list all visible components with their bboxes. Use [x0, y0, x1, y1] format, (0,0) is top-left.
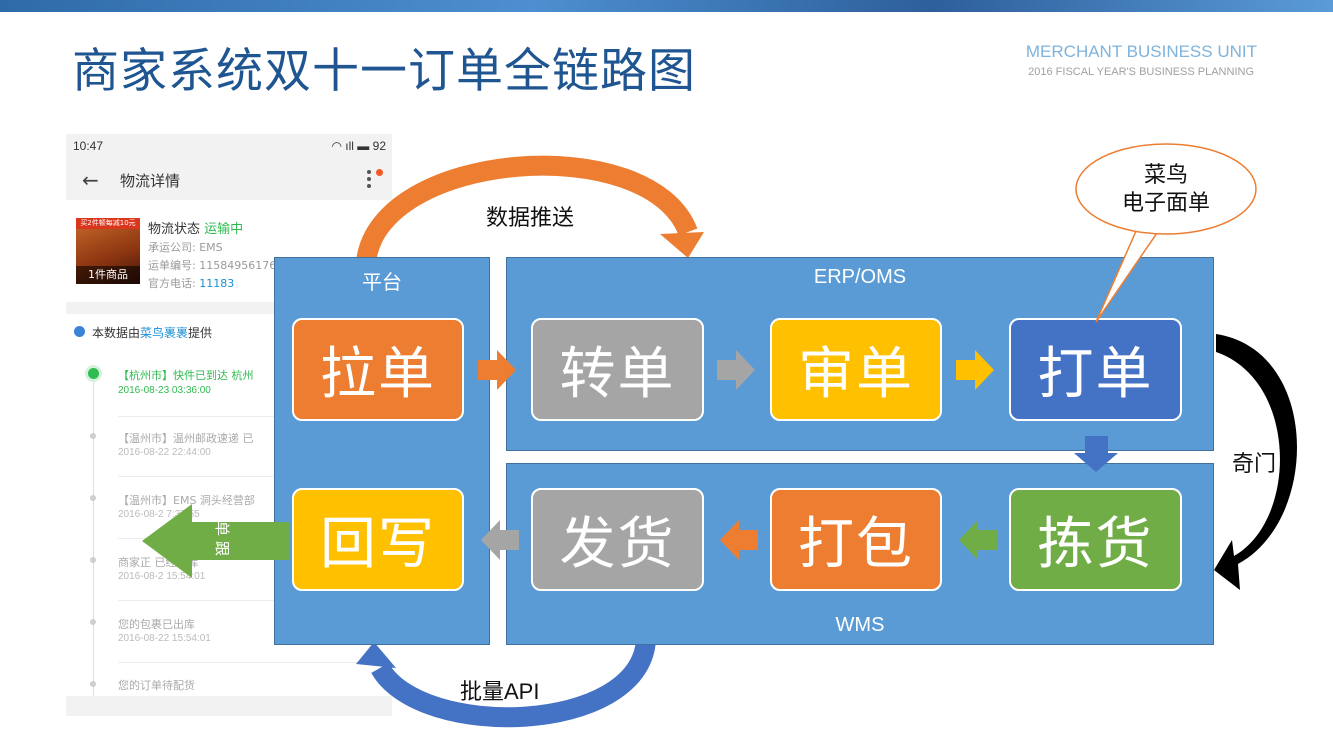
- timeline-dot: [90, 619, 96, 625]
- page-title: 商家系统双十一订单全链路图: [72, 44, 696, 99]
- official-phone: 官方电话: 11183: [148, 275, 234, 291]
- qimen-label: 奇门: [1232, 452, 1277, 477]
- timeline-line: [93, 370, 94, 700]
- phone-label: 官方电话:: [148, 277, 200, 290]
- step-ship: 发货: [531, 488, 704, 591]
- timeline-entry-time: 2016-08-23 03:36:00: [118, 385, 211, 396]
- timeline-divider: [118, 416, 392, 417]
- cainiao-bubble-text: 菜鸟 电子面单: [1096, 162, 1236, 218]
- arrow-pack-to-ship: [720, 520, 758, 560]
- timeline-entry-text: 您的订单待配货: [118, 679, 195, 692]
- wifi-icon: ◠: [331, 139, 342, 153]
- cainiao-bubble-line1: 菜鸟: [1143, 163, 1188, 188]
- tracking-number: 运单编号: 11584956176: [148, 259, 277, 272]
- cainiao-bubble: [1075, 143, 1257, 235]
- batch-api-arrow: [371, 638, 656, 728]
- timeline-divider: [118, 662, 392, 663]
- back-arrow-icon[interactable]: ←: [82, 168, 99, 192]
- arrow-transfer-to-review: [717, 350, 755, 390]
- phone-screenshot: 10:47 ◠ ıll ▬ 92 ← 物流详情 买2件顿每减10元 1件商品 物…: [66, 134, 392, 716]
- arrow-pick-to-pack: [959, 520, 997, 560]
- timeline-dot-active: [88, 368, 99, 379]
- batch-api-label: 批量API: [460, 679, 540, 704]
- step-pull-order: 拉单: [292, 318, 464, 421]
- phone-time: 10:47: [73, 139, 104, 153]
- goods-count-label: 1件商品: [76, 266, 140, 284]
- timeline-entry-time: 2016-08-2 7:37:55: [118, 509, 200, 520]
- top-banner: [0, 0, 1333, 12]
- timeline-divider: [118, 600, 392, 601]
- step-pack: 打包: [770, 488, 942, 591]
- more-menu-icon[interactable]: [366, 168, 372, 190]
- status-label: 物流状态: [148, 222, 205, 237]
- logistics-status: 物流状态 运输中: [148, 218, 243, 237]
- phone-number[interactable]: 11183: [199, 277, 235, 290]
- data-source-note: 本数据由菜鸟裹裹提供: [92, 324, 212, 341]
- step-transfer-order: 转单: [531, 318, 704, 421]
- batch-api-arrowhead: [356, 642, 396, 668]
- phone-bottom-bar: [66, 696, 392, 716]
- data-push-arrowhead: [660, 232, 704, 258]
- timeline-dot: [90, 557, 96, 563]
- business-unit-subtitle: 2016 FISCAL YEAR'S BUSINESS PLANNING: [1028, 66, 1254, 78]
- timeline-entry-time: 2016-08-2 15:54:01: [118, 571, 206, 582]
- step-print-order: 打单: [1009, 318, 1182, 421]
- wms-label: WMS: [835, 614, 885, 636]
- timeline-entry-text: 您的包裹已出库: [118, 618, 195, 631]
- timeline-entry-time: 2016-08-22 15:54:01: [118, 633, 211, 644]
- goods-promo-banner: 买2件顿每减10元: [76, 218, 140, 229]
- data-push-label: 数据推送: [486, 206, 575, 231]
- data-push-arrow: [356, 155, 698, 264]
- battery-icon: ▬: [357, 139, 370, 153]
- notification-dot: [376, 169, 383, 176]
- timeline-entry-text: 【杭州市】快件已到达 杭州: [118, 369, 254, 382]
- signal-icon: ıll: [345, 139, 354, 153]
- step-review-order: 审单: [770, 318, 942, 421]
- cainiao-icon: [74, 326, 85, 337]
- business-unit-label: MERCHANT BUSINESS UNIT: [1025, 42, 1257, 61]
- timeline-entry-time: 2016-08-22 22:44:00: [118, 447, 211, 458]
- timeline-divider: [118, 476, 392, 477]
- erp-oms-label: ERP/OMS: [813, 266, 907, 288]
- timeline-entry-text: 【温州市】温州邮政速递 已: [118, 432, 254, 445]
- phone-nav-bar: [66, 160, 392, 200]
- timeline-dot: [90, 495, 96, 501]
- phone-page-title: 物流详情: [120, 172, 181, 190]
- phone-signal-battery: ◠ ıll ▬ 92: [331, 139, 386, 153]
- step-pick: 拣货: [1009, 488, 1182, 591]
- arrow-review-to-print: [956, 350, 994, 390]
- source-name[interactable]: 菜鸟裹裹: [140, 326, 189, 340]
- phone-status-bar: [66, 134, 392, 160]
- source-suffix: 提供: [188, 326, 213, 340]
- arrow-print-to-pick: [1074, 436, 1118, 472]
- timeline-dot: [90, 681, 96, 687]
- cainiao-bubble-line2: 电子面单: [1121, 191, 1210, 216]
- arrow-ship-to-writeback: [481, 520, 519, 560]
- timeline-entry-text: 【温州市】EMS 洞头经营部: [118, 494, 255, 507]
- battery-level: 92: [372, 139, 386, 153]
- status-value: 运输中: [204, 222, 244, 237]
- carrier-info: 承运公司: EMS: [148, 241, 223, 254]
- qimen-arrow: [1214, 334, 1297, 590]
- arrow-pull-to-transfer: [478, 350, 516, 390]
- timeline-dot: [90, 433, 96, 439]
- platform-label: 平台: [362, 272, 402, 294]
- source-prefix: 本数据由: [92, 326, 141, 340]
- order-tracking-arrow: [142, 504, 290, 578]
- order-tracking-label: 订单跟踪: [213, 500, 231, 581]
- step-writeback: 回写: [292, 488, 464, 591]
